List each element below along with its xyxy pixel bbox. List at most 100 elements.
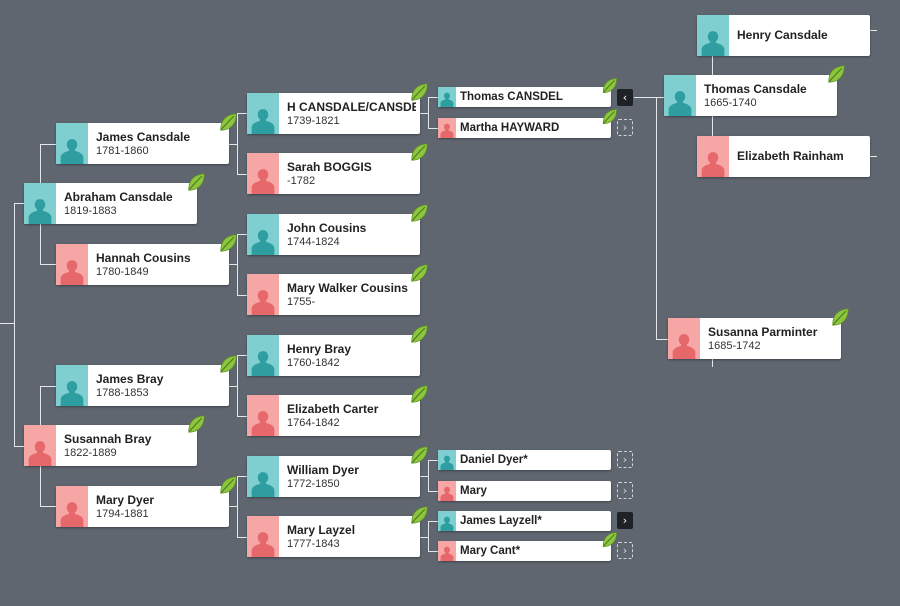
hint-leaf-icon[interactable] — [408, 262, 430, 284]
female-avatar-icon — [668, 318, 700, 359]
connector-line — [428, 491, 438, 492]
hint-leaf-icon[interactable] — [217, 474, 239, 496]
collapse-thomas-cansdel-button[interactable]: ‹ — [617, 89, 633, 106]
connector-line — [237, 537, 247, 538]
hint-leaf-icon[interactable] — [408, 323, 430, 345]
hint-leaf-icon[interactable] — [825, 63, 847, 85]
chevron-right-icon: › — [622, 514, 628, 527]
male-avatar-icon — [247, 214, 279, 255]
person-card-elizabeth-r[interactable]: Elizabeth Rainham — [697, 136, 870, 177]
female-avatar-icon — [438, 541, 456, 561]
hint-leaf-icon[interactable] — [408, 141, 430, 163]
person-text: Martha HAYWARD — [460, 118, 607, 138]
person-name: Martha HAYWARD — [460, 122, 560, 134]
hint-leaf-icon[interactable] — [185, 171, 207, 193]
connector-line — [712, 55, 713, 75]
person-card-thomas-cansdel[interactable]: Thomas CANSDEL — [438, 78, 617, 107]
person-card-henry-cansdale[interactable]: Henry Cansdale — [697, 15, 870, 56]
person-text: James Layzell* — [460, 511, 607, 531]
expand-mary-button[interactable]: › — [617, 482, 633, 499]
person-name: Susanna Parminter — [708, 324, 818, 339]
connector-line — [237, 113, 247, 114]
hint-leaf-icon[interactable] — [408, 383, 430, 405]
hint-leaf-icon[interactable] — [217, 111, 239, 133]
hint-leaf-icon[interactable] — [408, 444, 430, 466]
person-name: Thomas CANSDEL — [460, 91, 563, 103]
person-dates: -1782 — [287, 174, 316, 187]
chevron-right-icon: › — [622, 544, 628, 557]
person-dates: 1764-1842 — [287, 416, 340, 429]
female-avatar-icon — [438, 118, 456, 138]
expand-mary-cant-button[interactable]: › — [617, 542, 633, 559]
person-text: Sarah BOGGIS-1782 — [287, 153, 416, 194]
person-name: John Cousins — [287, 220, 367, 235]
male-avatar-icon — [697, 15, 729, 56]
hint-leaf-icon[interactable] — [408, 202, 430, 224]
person-card-mary-cant[interactable]: Mary Cant* — [438, 532, 617, 561]
person-name: Elizabeth Carter — [287, 401, 379, 416]
male-avatar-icon — [24, 183, 56, 224]
expand-james-layzell-button[interactable]: › — [617, 512, 633, 529]
person-dates: 1739-1821 — [287, 114, 340, 127]
person-card-sarah[interactable]: Sarah BOGGIS-1782 — [247, 143, 428, 194]
person-name: James Cansdale — [96, 129, 191, 144]
person-name: Henry Cansdale — [737, 28, 828, 42]
person-name: Henry Bray — [287, 341, 352, 356]
person-card-daniel[interactable]: Daniel Dyer* — [438, 450, 611, 470]
person-name: Susannah Bray — [64, 431, 152, 446]
person-dates: 1781-1860 — [96, 144, 149, 157]
person-name: H CANSDALE/CANSDEL — [287, 99, 416, 114]
person-card-james-layzell[interactable]: James Layzell* — [438, 511, 611, 531]
connector-line — [40, 386, 56, 387]
hint-leaf-icon[interactable] — [408, 81, 430, 103]
female-avatar-icon — [247, 153, 279, 194]
connector-line — [656, 97, 664, 98]
connector-line — [656, 97, 657, 339]
expand-daniel-dyer-button[interactable]: › — [617, 451, 633, 468]
connector-line — [428, 460, 438, 461]
hint-leaf-icon[interactable] — [408, 504, 430, 526]
connector-line — [40, 264, 56, 265]
person-name: James Bray — [96, 371, 164, 386]
person-name: Daniel Dyer* — [460, 454, 528, 466]
hint-leaf-icon[interactable] — [829, 306, 851, 328]
connector-line — [712, 359, 713, 367]
hint-leaf-icon[interactable] — [217, 353, 239, 375]
female-avatar-icon — [247, 274, 279, 315]
connector-line — [229, 264, 237, 265]
person-dates: 1772-1850 — [287, 477, 340, 490]
person-card-martha[interactable]: Martha HAYWARD — [438, 109, 617, 138]
connector-line — [428, 128, 438, 129]
connector-line — [40, 466, 41, 506]
connector-line — [420, 113, 428, 114]
hint-leaf-icon[interactable] — [600, 530, 619, 549]
person-card-mary[interactable]: Mary — [438, 481, 611, 501]
hint-leaf-icon[interactable] — [600, 107, 619, 126]
hint-leaf-icon[interactable] — [185, 413, 207, 435]
hint-leaf-icon[interactable] — [600, 76, 619, 95]
hint-leaf-icon[interactable] — [217, 232, 239, 254]
expand-martha-hayward-button[interactable]: › — [617, 119, 633, 136]
